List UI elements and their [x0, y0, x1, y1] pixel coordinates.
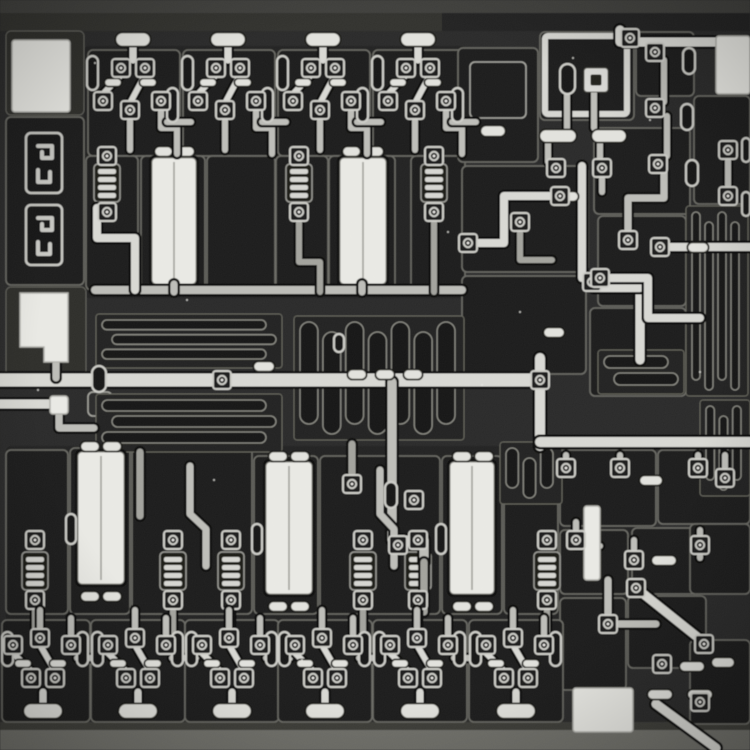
ic-die-svg — [0, 0, 750, 750]
ic-die-photograph — [0, 0, 750, 750]
vignette-overlay — [0, 0, 750, 750]
